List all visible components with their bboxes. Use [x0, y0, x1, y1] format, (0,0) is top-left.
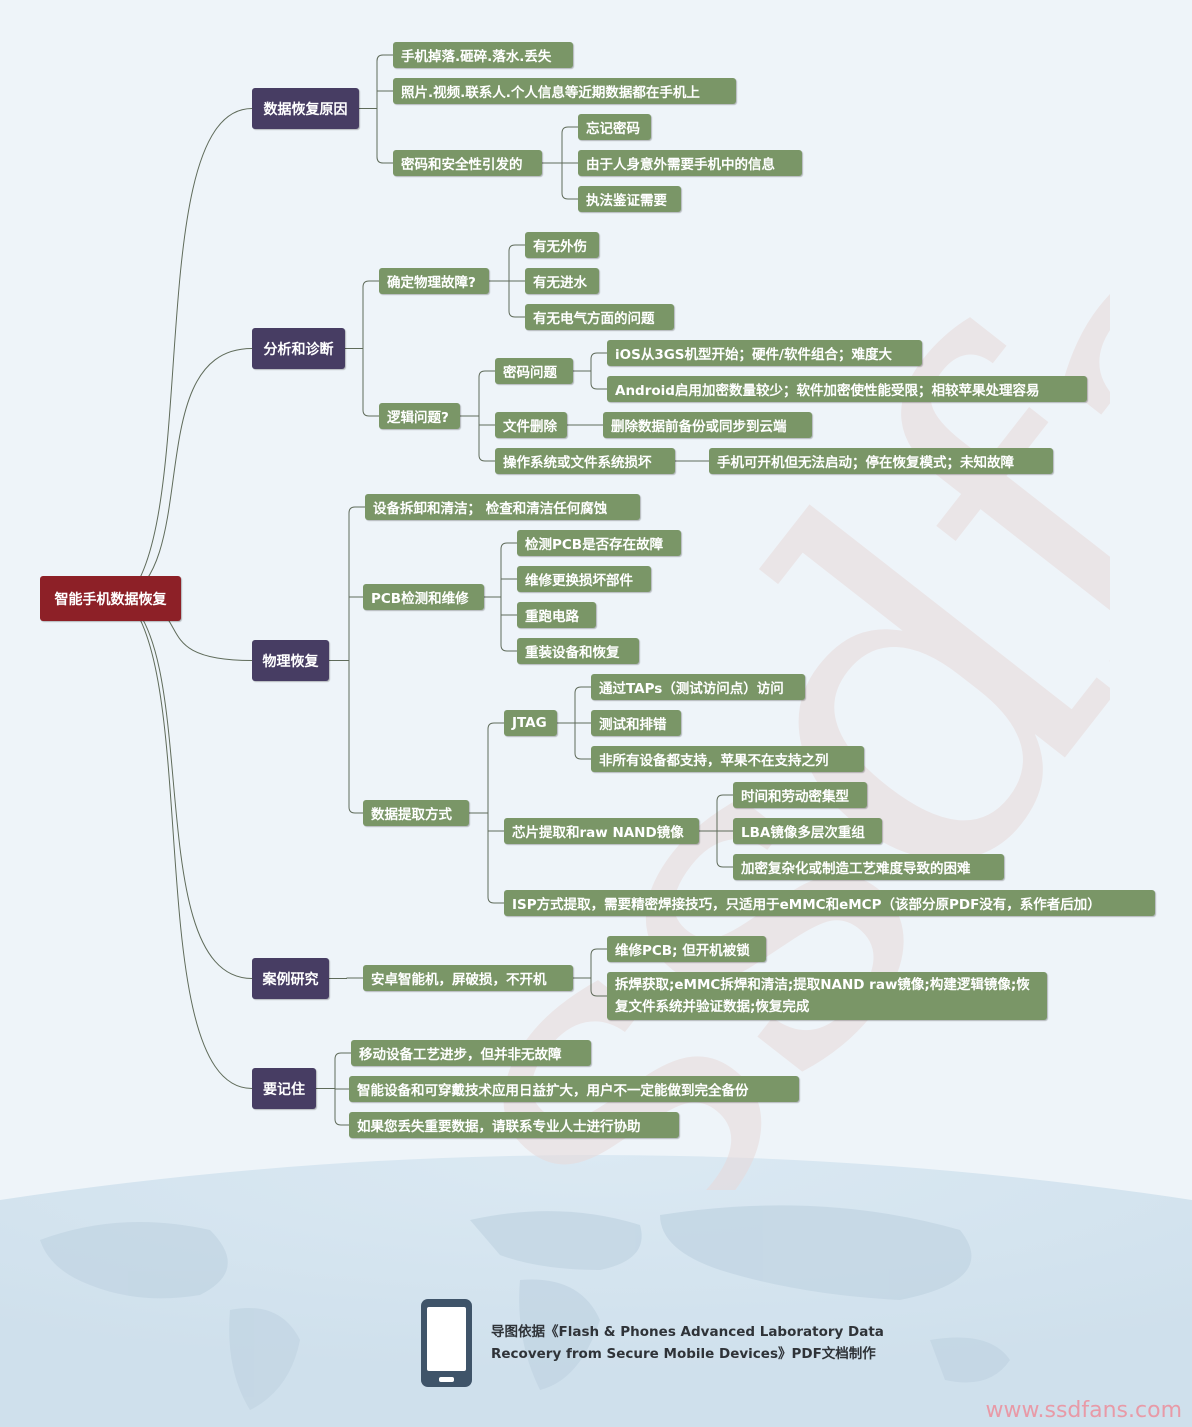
footer-line-2: Recovery from Secure Mobile Devices》PDF文… — [491, 1346, 876, 1362]
connector — [334, 1118, 349, 1126]
subtopic[interactable]: 重装设备和恢复 — [517, 638, 639, 664]
connector — [348, 806, 363, 814]
connector — [574, 686, 591, 694]
subtopic[interactable]: 逻辑问题? — [379, 403, 460, 429]
subtopic[interactable]: 照片.视频.联系人.个人信息等近期数据都在手机上 — [393, 78, 736, 104]
subtopic[interactable]: 非所有设备都支持，苹果不在支持之列 — [591, 746, 864, 772]
connector — [362, 409, 379, 417]
subtopic[interactable]: 拆焊获取;eMMC拆焊和清洁;提取NAND raw镜像;构建逻辑镜像;恢复文件系… — [607, 972, 1047, 1020]
connector — [125, 348, 253, 599]
world-map-background — [0, 1155, 1192, 1427]
subtopic[interactable]: ISP方式提取，需要精密焊接技巧，只适用于eMMC和eMCP（该部分原PDF没有… — [504, 890, 1155, 916]
connector — [125, 598, 253, 979]
subtopic[interactable]: 安卓智能机，屏破损，不开机 — [363, 965, 573, 991]
subtopic[interactable]: 密码和安全性引发的 — [393, 150, 542, 176]
subtopic[interactable]: 操作系统或文件系统损坏 — [495, 448, 675, 474]
connector — [125, 108, 253, 599]
subtopic[interactable]: 芯片提取和raw NAND镜像 — [504, 818, 699, 844]
connector — [125, 598, 253, 1089]
subtopic[interactable]: 由于人身意外需要手机中的信息 — [578, 150, 802, 176]
subtopic[interactable]: JTAG — [504, 710, 557, 736]
connector — [508, 310, 525, 318]
footer-note: 导图依据《Flash & Phones Advanced Laboratory … — [491, 1321, 911, 1365]
connector — [346, 977, 363, 979]
main-branch-4[interactable]: 案例研究 — [252, 958, 329, 999]
connector — [590, 382, 607, 390]
connector — [478, 370, 495, 378]
subtopic[interactable]: 有无电气方面的问题 — [525, 304, 674, 330]
subtopic[interactable]: 手机可开机但无法启动；停在恢复模式；未知故障 — [709, 448, 1053, 474]
subtopic[interactable]: LBA镜像多层次重组 — [733, 818, 882, 844]
connector — [508, 244, 525, 252]
connector — [487, 896, 504, 904]
subtopic[interactable]: 检测PCB是否存在故障 — [517, 530, 681, 556]
main-branch-5[interactable]: 要记住 — [252, 1068, 316, 1109]
connector — [500, 542, 517, 550]
connector — [716, 860, 733, 868]
subtopic[interactable]: 忘记密码 — [578, 114, 651, 140]
root-topic[interactable]: 智能手机数据恢复 — [40, 576, 181, 621]
footer-line-1: 导图依据《Flash & Phones Advanced Laboratory … — [491, 1324, 884, 1340]
site-watermark[interactable]: www.ssdfans.com — [985, 1398, 1182, 1423]
connector — [561, 126, 578, 134]
main-branch-1[interactable]: 数据恢复原因 — [252, 88, 359, 129]
connector — [376, 54, 393, 62]
subtopic[interactable]: 加密复杂化或制造工艺难度导致的困难 — [733, 854, 1004, 880]
subtopic[interactable]: 有无进水 — [525, 268, 599, 294]
connector — [590, 948, 607, 956]
subtopic[interactable]: 删除数据前备份或同步到云端 — [603, 412, 812, 438]
connector — [362, 280, 379, 288]
subtopic[interactable]: 密码问题 — [495, 358, 573, 384]
connector — [334, 1052, 351, 1060]
connector — [500, 644, 517, 652]
subtopic[interactable]: 手机掉落.砸碎.落水.丢失 — [393, 42, 573, 68]
subtopic[interactable]: 有无外伤 — [525, 232, 599, 258]
connector — [590, 352, 607, 360]
connector — [478, 454, 495, 462]
subtopic[interactable]: 数据提取方式 — [363, 800, 469, 826]
subtopic[interactable]: 确定物理故障? — [379, 268, 489, 294]
main-branch-2[interactable]: 分析和诊断 — [252, 328, 345, 369]
connector — [376, 156, 393, 164]
connector — [561, 192, 578, 200]
subtopic[interactable]: 执法鉴证需要 — [578, 186, 681, 212]
subtopic[interactable]: 通过TAPs（测试访问点）访问 — [591, 674, 805, 700]
subtopic[interactable]: PCB检测和维修 — [363, 584, 484, 610]
subtopic[interactable]: 设备拆卸和清洁； 检查和清洁任何腐蚀 — [365, 494, 640, 520]
connector — [487, 722, 504, 730]
subtopic[interactable]: 如果您丢失重要数据，请联系专业人士进行协助 — [349, 1112, 679, 1138]
connector — [716, 794, 733, 802]
subtopic[interactable]: 文件删除 — [495, 412, 567, 438]
connector — [348, 506, 365, 514]
subtopic[interactable]: 维修更换损坏部件 — [517, 566, 651, 592]
connector — [574, 752, 591, 760]
smartphone-icon — [421, 1299, 472, 1387]
subtopic[interactable]: 维修PCB; 但开机被锁 — [607, 936, 766, 962]
subtopic[interactable]: 时间和劳动密集型 — [733, 782, 867, 808]
subtopic[interactable]: 测试和排错 — [591, 710, 681, 736]
subtopic[interactable]: 移动设备工艺进步，但并非无故障 — [351, 1040, 591, 1066]
subtopic[interactable]: Android启用加密数量较少；软件加密使性能受限；相较苹果处理容易 — [607, 376, 1087, 402]
subtopic[interactable]: 智能设备和可穿戴技术应用日益扩大，用户不一定能做到完全备份 — [349, 1076, 799, 1102]
subtopic[interactable]: iOS从3GS机型开始；硬件/软件组合；难度大 — [607, 340, 922, 366]
main-branch-3[interactable]: 物理恢复 — [252, 640, 329, 681]
connector — [590, 989, 607, 997]
subtopic[interactable]: 重跑电路 — [517, 602, 596, 628]
